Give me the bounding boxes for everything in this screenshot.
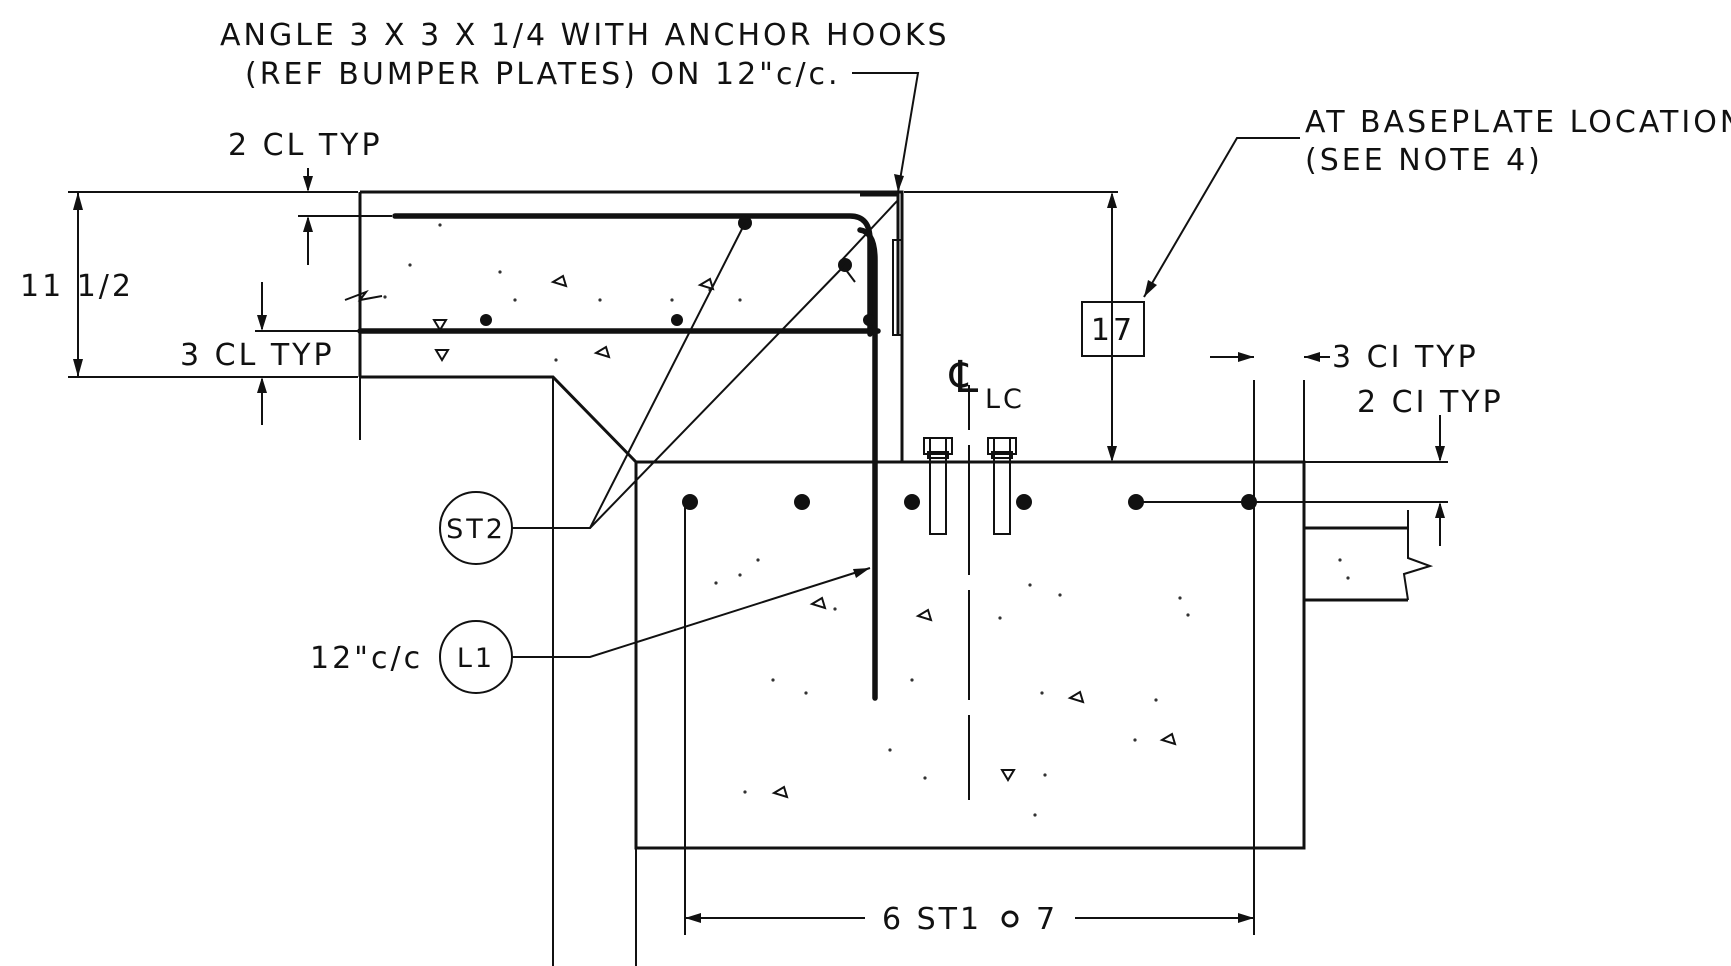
baseplate-note-line1: AT BASEPLATE LOCATIONS bbox=[1305, 105, 1731, 140]
top-clear-label: 2 CL TYP bbox=[228, 128, 383, 163]
spacing-circle-symbol bbox=[1001, 910, 1019, 928]
dim-beam-top bbox=[904, 191, 1118, 462]
slab-outline bbox=[344, 190, 904, 464]
aggregate-marks bbox=[383, 223, 1350, 817]
bar-spacing-value: 7 bbox=[1036, 902, 1058, 937]
dim-bar-spacing bbox=[685, 913, 1254, 923]
leaders bbox=[512, 72, 1300, 658]
baseplate-note-line2: (SEE NOTE 4) bbox=[1305, 143, 1543, 178]
bottom-clear-label: 3 CL TYP bbox=[180, 338, 335, 373]
dim-bottom-clear bbox=[255, 282, 358, 425]
dim-top-clear bbox=[298, 168, 392, 265]
right-clear-3-label: 3 CI TYP bbox=[1332, 340, 1479, 375]
centerline-symbol: ℄ bbox=[949, 352, 979, 403]
reinforcement bbox=[357, 193, 903, 701]
dim-slab-depth bbox=[68, 191, 358, 378]
tag-17: 17 bbox=[1081, 301, 1145, 357]
anchor-bolts bbox=[923, 437, 1017, 535]
angle-note-line2: (REF BUMPER PLATES) ON 12"c/c. bbox=[245, 57, 841, 92]
slab-bar-dots bbox=[480, 216, 875, 326]
tag-st2: ST2 bbox=[439, 491, 513, 565]
angle-note-line1: ANGLE 3 X 3 X 1/4 WITH ANCHOR HOOKS bbox=[220, 18, 950, 53]
bar-spacing-label: 6 ST1 bbox=[882, 902, 982, 937]
tag-st2-label: ST2 bbox=[446, 514, 506, 545]
adjacent-slab-stub bbox=[1304, 510, 1434, 602]
dim-right-clear bbox=[1142, 415, 1448, 546]
tag-17-label: 17 bbox=[1091, 313, 1135, 348]
centerline-subscript: LC bbox=[985, 384, 1025, 415]
right-clear-2-label: 2 CI TYP bbox=[1357, 385, 1504, 420]
tag-l1-label: L1 bbox=[457, 643, 495, 674]
l1-spacing-label: 12"c/c bbox=[310, 641, 423, 676]
tag-l1: L1 bbox=[439, 620, 513, 694]
slab-depth-label: 11 1/2 bbox=[20, 269, 134, 304]
dim-beam-extensions bbox=[359, 352, 1330, 966]
